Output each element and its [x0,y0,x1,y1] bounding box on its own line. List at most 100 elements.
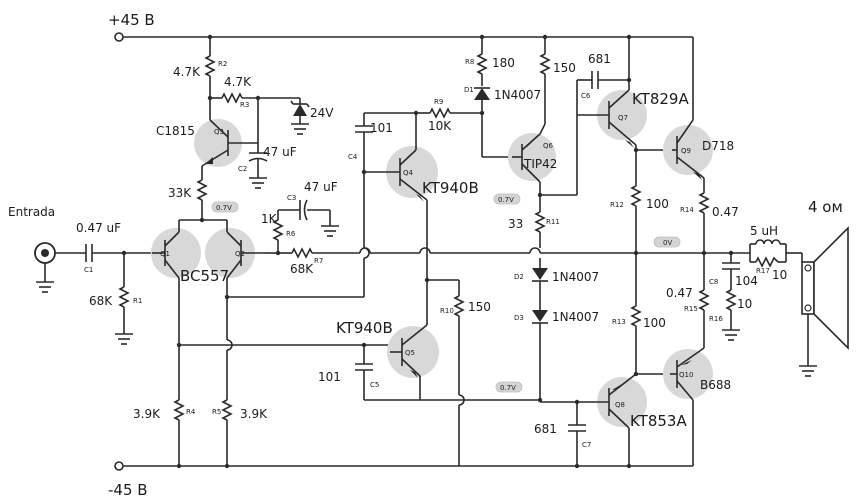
r1-ref: R1 [133,297,142,305]
q5-part: KT940B [336,319,393,337]
q5-ref: Q5 [405,349,415,357]
resistor-q6-emitter [539,34,551,124]
r14-ref: R14 [680,206,694,214]
q9-ref: Q9 [681,147,691,155]
c5-value: 101 [318,370,341,384]
resistor-r3 [207,92,300,104]
resistor-r11 [534,210,546,248]
d2-value: 1N4007 [552,270,599,284]
r16-ref: R16 [709,315,723,323]
q3-ref: Q3 [214,128,224,136]
r2-ref: R2 [218,60,227,68]
q7-ref: Q7 [618,114,628,122]
c8-ref: C8 [709,278,718,286]
zener-value: 24V [310,106,334,120]
transistor-q2 [205,228,265,279]
r4-value: 3.9K [133,407,161,421]
r5-ref: R5 [212,408,221,416]
diode-d2 [532,258,548,310]
r15-value: 0.47 [666,286,693,300]
voltage-tag-4-text: 0V [663,239,672,247]
transistor-q8 [537,373,647,469]
d3-ref: D3 [514,314,524,322]
q1-q2-part: BC557 [180,267,229,285]
transistor-q10 [663,318,713,466]
resistor-r8 [476,34,488,86]
r6-value: 1K [261,212,278,226]
transistor-q3 [194,98,258,167]
r33k-value: 33K [168,186,192,200]
r3-value: 4.7K [224,75,252,89]
c6-value: 681 [588,52,611,66]
r12-value: 100 [646,197,669,211]
voltage-tag-3 [495,381,523,393]
c8-value: 104 [735,274,758,288]
r1-value: 68K [89,294,113,308]
r8-value: 180 [492,56,515,70]
c2-ref: C2 [238,165,247,173]
r17-value: 10 [772,268,787,282]
resistor-r10 [453,280,465,466]
r3-ref: R3 [240,101,249,109]
capacitor-c2 [248,95,268,189]
transistor-q7 [577,34,647,148]
r11-value: 33 [508,217,523,231]
negative-rail [114,461,693,471]
resistor-r13 [630,253,642,377]
r17-ref: R17 [756,267,770,275]
r8-ref: R8 [465,58,474,66]
resistor-r9 [413,107,482,119]
q9-part: D718 [702,139,734,153]
r12-ref: R12 [610,201,624,209]
capacitor-c6 [576,71,632,115]
q8-part: KT853A [630,412,687,430]
capacitor-c3 [299,199,339,237]
r14-value: 0.47 [712,205,739,219]
resistor-r14 [698,192,710,256]
c7-ref: C7 [582,441,591,449]
r13-value: 100 [643,316,666,330]
transistor-q5 [387,324,439,400]
r15-ref: R15 [684,305,698,313]
negative-rail-label: -45 B [108,481,148,499]
r10-value: 150 [468,300,491,314]
c2-value: 47 uF [263,145,297,159]
voltage-tag-4 [653,236,681,248]
r16-value: 10 [737,297,752,311]
r2-value: 4.7K [173,65,201,79]
q2-ref: Q2 [235,250,245,258]
resistor-r7 [278,247,750,259]
d2-ref: D2 [514,273,524,281]
c3-ref: C3 [287,194,296,202]
resistor-r4 [173,278,185,469]
q6-ref: Q6 [543,142,554,150]
r7-value: 68K [290,262,314,276]
input-jack [34,242,86,293]
r4-ref: R4 [186,408,196,416]
r9-ref: R9 [434,98,443,106]
c7-value: 681 [534,422,557,436]
resistor-r15 [698,253,710,318]
r11-ref: R11 [546,218,560,226]
voltage-tag-1-text: 0.7V [216,204,232,212]
transistor-q4 [364,113,438,280]
speaker-label: 4 ом [808,198,843,216]
d1-value: 1N4007 [494,88,541,102]
capacitor-c5 [355,342,540,401]
r10-ref: R10 [440,307,454,315]
q10-part: B688 [700,378,731,392]
c4-ref: C4 [348,153,358,161]
c5-ref: C5 [370,381,379,389]
voltage-tag-2 [493,193,521,205]
positive-rail [114,32,694,120]
c6-ref: C6 [581,92,591,100]
diode-d3 [532,310,548,400]
c1-value: 0.47 uF [76,221,121,235]
q3-part: C1815 [156,124,195,138]
resistor-r2 [204,34,216,98]
q4-part: KT940B [422,179,479,197]
r9-value: 10K [428,119,452,133]
resistor-r17 [749,252,802,268]
speaker-icon [799,226,849,377]
